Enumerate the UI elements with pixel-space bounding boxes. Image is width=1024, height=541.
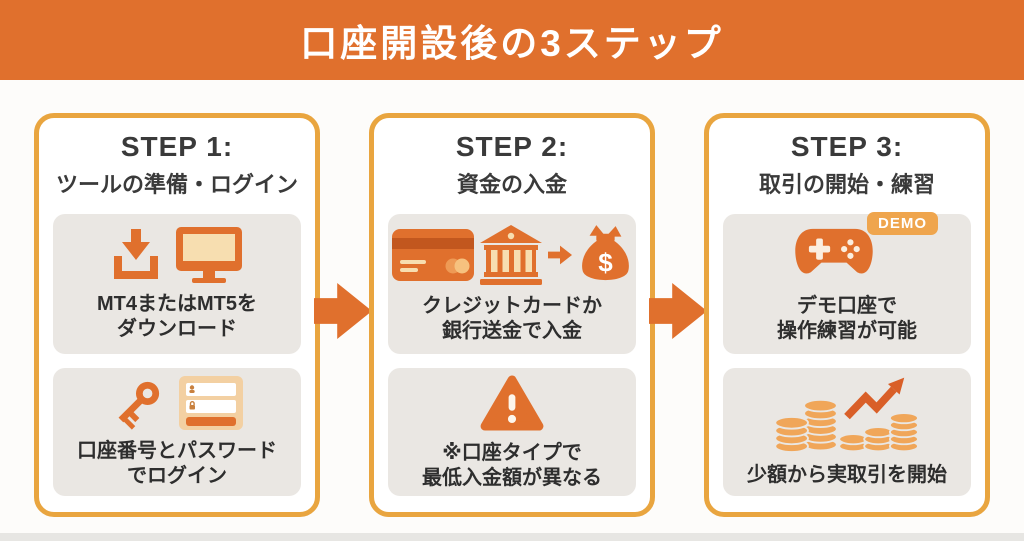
caption-line: デモ口座で [797,295,897,317]
caption-line: 銀行送金で入金 [442,319,582,342]
caption-line: ダウンロード [117,317,237,340]
gamepad-icon [795,228,873,274]
caption-line: 少額から実取引を開始 [747,464,947,486]
gamepad-demo-group: DEMO [792,212,938,285]
caption-line: ※口座タイプで [442,441,582,464]
step1-login-icons [111,375,243,430]
arrow-step1-to-step2 [314,283,372,339]
page-title: 口座開設後の3ステップ [300,23,724,64]
title-banner: 口座開設後の3ステップ [0,0,1024,80]
money-bag-icon: $ [582,224,629,280]
step2-deposit-box: $ クレジットカードか 銀行送金で入金 [388,214,636,354]
caption-line: でログイン [127,464,227,487]
arrow-step2-to-step3 [649,283,707,339]
bottom-strip [0,533,1024,541]
step3-demo-caption: デモ口座で 操作練習が可能 [777,294,917,344]
step1-heading: STEP 1: ツールの準備・ログイン [39,131,315,199]
transfer-arrow-icon [548,245,572,264]
step1-label: STEP 1: [120,131,234,162]
warning-icon [480,374,544,431]
step1-card: STEP 1: ツールの準備・ログイン MT4またはMT5を ダウ [34,113,320,517]
step2-notice-box: ※口座タイプで 最低入金額が異なる [388,368,636,496]
step3-demo-icons: DEMO [795,212,938,285]
step1-download-box: MT4またはMT5を ダウンロード [53,214,301,354]
step1-download-icons [112,226,242,283]
caption-line: 最低入金額が異なる [422,466,602,489]
step3-label: STEP 3: [790,131,904,162]
bank-icon [480,224,542,285]
demo-badge: DEMO [867,212,938,235]
step2-notice-icons [480,374,544,432]
caption-line: 操作練習が可能 [777,320,917,342]
step2-notice-caption: ※口座タイプで 最低入金額が異なる [422,441,602,491]
step2-deposit-icons: $ [392,224,632,285]
monitor-icon [176,226,242,283]
step1-login-box: 口座番号とパスワード でログイン [53,368,301,496]
step3-card: STEP 3: 取引の開始・練習 DEMO [704,113,990,517]
step1-login-caption: 口座番号とパスワード でログイン [77,439,277,489]
step3-heading: STEP 3: 取引の開始・練習 [709,131,985,199]
step3-real-trade-icons [767,376,927,454]
step1-download-caption: MT4またはMT5を ダウンロード [97,292,257,342]
step2-heading: STEP 2: 資金の入金 [374,131,650,199]
step3-demo-box: DEMO デモ口座で 操作練習が可能 [723,212,971,354]
step2-label: STEP 2: [455,131,569,162]
key-icon [118,381,160,430]
caption-line: MT4またはMT5を [97,292,257,315]
step1-subtitle: ツールの準備・ログイン [55,172,298,197]
step2-subtitle: 資金の入金 [456,172,567,197]
coins-growth-icon [774,377,919,453]
download-icon [114,228,158,279]
login-form-icon [179,375,243,430]
step3-real-trade-caption: 少額から実取引を開始 [747,463,947,488]
step2-card: STEP 2: 資金の入金 [369,113,655,517]
dollar-symbol: $ [598,247,613,277]
step3-real-trade-box: 少額から実取引を開始 [723,368,971,496]
caption-line: クレジットカードか [422,294,602,317]
step2-deposit-caption: クレジットカードか 銀行送金で入金 [422,294,602,344]
credit-card-icon [392,228,474,281]
caption-line: 口座番号とパスワード [77,439,277,462]
step3-subtitle: 取引の開始・練習 [758,172,935,197]
